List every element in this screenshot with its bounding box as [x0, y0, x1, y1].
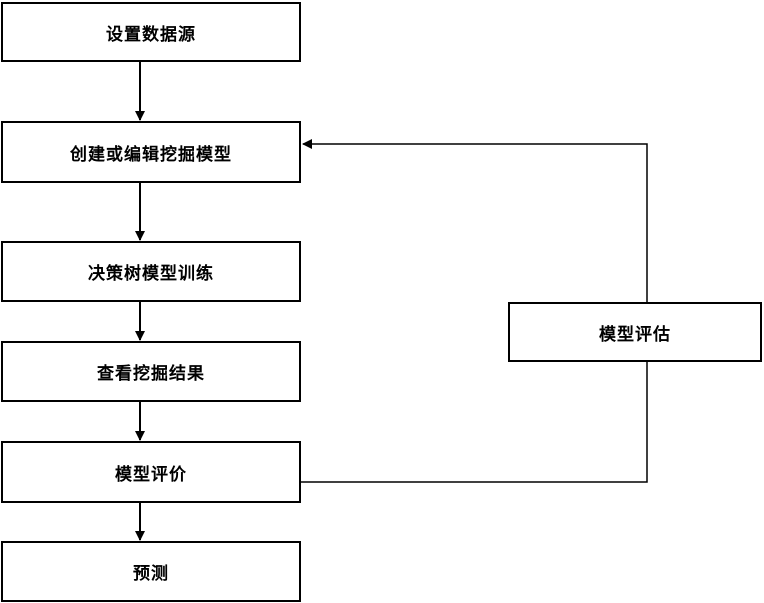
- connector-step5-to-side-box: [301, 362, 648, 483]
- step-create-edit-mining-model: 创建或编辑挖掘模型: [1, 121, 301, 183]
- arrow-side-box-to-step2: [302, 139, 648, 302]
- side-box-model-assessment: 模型评估: [508, 302, 762, 362]
- step-view-mining-results: 查看挖掘结果: [1, 341, 301, 402]
- step-decision-tree-training: 决策树模型训练: [1, 241, 301, 302]
- step-label: 模型评价: [115, 464, 187, 485]
- step-label: 预测: [133, 564, 169, 584]
- step-label: 查看挖掘结果: [97, 364, 205, 384]
- step-label: 决策树模型训练: [88, 264, 214, 284]
- step-label: 设置数据源: [106, 24, 196, 45]
- step-set-data-source: 设置数据源: [1, 2, 301, 62]
- step-label: 创建或编辑挖掘模型: [70, 144, 232, 165]
- step-model-evaluation: 模型评价: [1, 441, 301, 503]
- side-box-label: 模型评估: [599, 324, 671, 345]
- step-prediction: 预测: [1, 541, 301, 602]
